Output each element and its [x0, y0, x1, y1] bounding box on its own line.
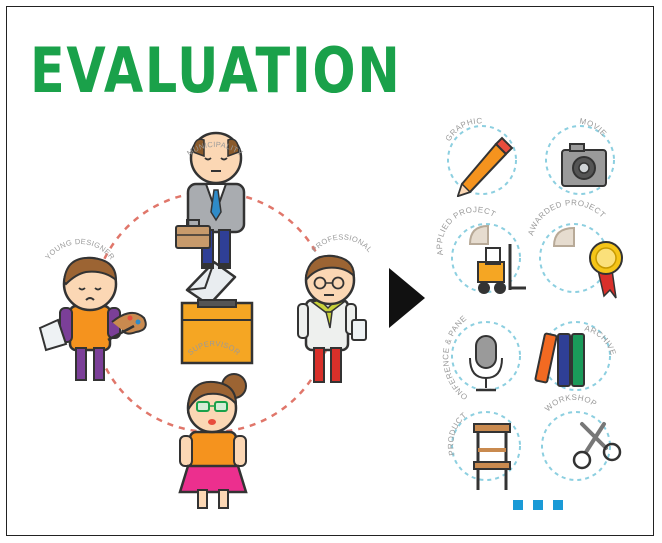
- camera-icon: [561, 143, 607, 187]
- arrow-right-icon: [389, 268, 425, 328]
- microphone-icon: [469, 335, 503, 392]
- category-label-movie: MOVIE: [579, 117, 609, 139]
- category-label-archive: ARCHIVE: [584, 324, 618, 357]
- pencil-icon: [456, 136, 514, 198]
- books-icon: [534, 332, 585, 387]
- scissors-icon: [572, 422, 622, 470]
- more-dots-icon: [513, 500, 563, 510]
- chair-icon: [473, 423, 511, 490]
- supervisor-figure: [178, 373, 248, 509]
- role-label-professional: PROFESSIONAL: [310, 232, 375, 254]
- municipality-figure: [175, 131, 246, 269]
- category-label-product: PRODUCT: [446, 411, 468, 457]
- professional-figure: [297, 254, 367, 383]
- young-designer-figure: [38, 256, 147, 381]
- ballot-box-icon: [180, 260, 254, 365]
- award-ribbon-icon: [552, 226, 623, 299]
- category-label-graphic: GRAPHIC: [444, 116, 483, 142]
- forklift-icon: [468, 224, 526, 294]
- slide-title: EVALUATION: [30, 34, 402, 107]
- category-label-workshop: WORKSHOP: [543, 393, 599, 413]
